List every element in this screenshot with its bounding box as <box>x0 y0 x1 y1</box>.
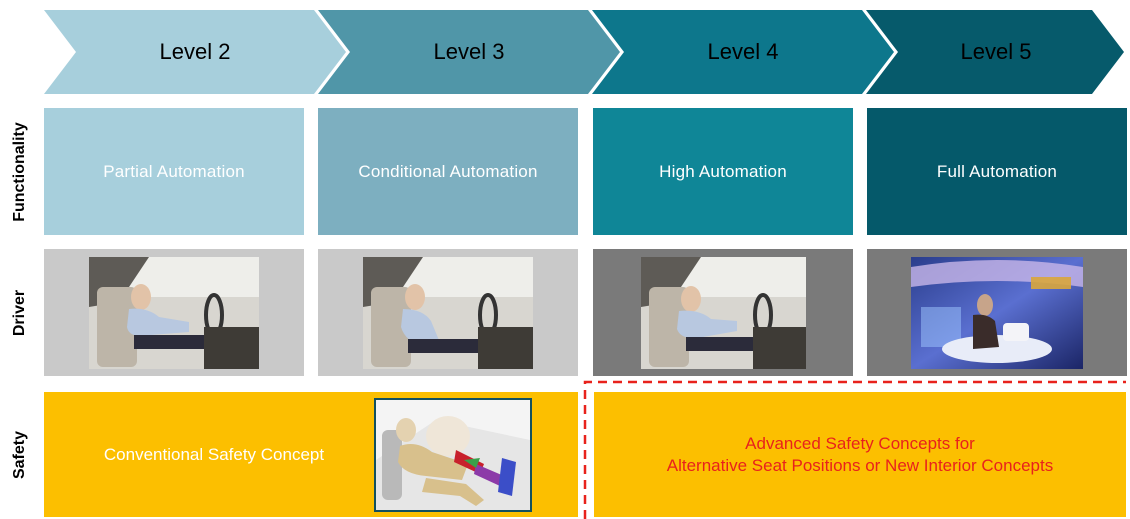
crash-dummy-illustration <box>376 400 530 510</box>
functionality-level-2-text: Partial Automation <box>103 161 245 181</box>
safety-advanced-text: Advanced Safety Concepts for Alternative… <box>594 392 1126 517</box>
driver-level-2 <box>44 249 304 376</box>
level-3-label: Level 3 <box>433 39 505 64</box>
functionality-level-2: Partial Automation <box>44 108 304 235</box>
crash-simulation-figure <box>374 398 532 512</box>
chevron-level-5 <box>866 10 1124 94</box>
driver-photo-hands-off <box>363 256 533 369</box>
row-label-driver-text: Driver <box>11 289 28 336</box>
level-4-label: Level 4 <box>707 39 779 64</box>
driver-level-3 <box>318 249 578 376</box>
level-5-label: Level 5 <box>960 39 1032 64</box>
driver-photo-future-interior <box>911 256 1083 369</box>
chevron-level-4 <box>592 10 894 94</box>
row-label-functionality: Functionality <box>0 108 40 235</box>
driver-photo-manual <box>89 256 259 369</box>
functionality-level-4-text: High Automation <box>659 161 787 181</box>
chevron-level-2 <box>44 10 346 94</box>
safety-advanced-line-1: Advanced Safety Concepts for <box>745 433 975 453</box>
functionality-level-3-text: Conditional Automation <box>358 161 538 181</box>
functionality-level-4: High Automation <box>593 108 853 235</box>
safety-conventional-label: Conventional Safety Concept <box>103 444 325 464</box>
row-label-functionality-text: Functionality <box>11 121 28 222</box>
functionality-level-3: Conditional Automation <box>318 108 578 235</box>
driver-level-5 <box>867 249 1127 376</box>
level-chevrons <box>44 10 1124 94</box>
functionality-level-5: Full Automation <box>867 108 1127 235</box>
safety-conventional-text: Conventional Safety Concept <box>44 392 384 517</box>
safety-advanced-line-2: Alternative Seat Positions or New Interi… <box>666 455 1054 475</box>
row-label-safety-text: Safety <box>11 430 28 479</box>
level-2-label: Level 2 <box>159 39 231 64</box>
row-label-driver: Driver <box>0 249 40 376</box>
driver-photo-relaxed <box>640 256 806 369</box>
row-label-safety: Safety <box>0 392 40 517</box>
driver-level-4 <box>593 249 853 376</box>
functionality-level-5-text: Full Automation <box>936 161 1058 181</box>
chevron-level-3 <box>318 10 620 94</box>
